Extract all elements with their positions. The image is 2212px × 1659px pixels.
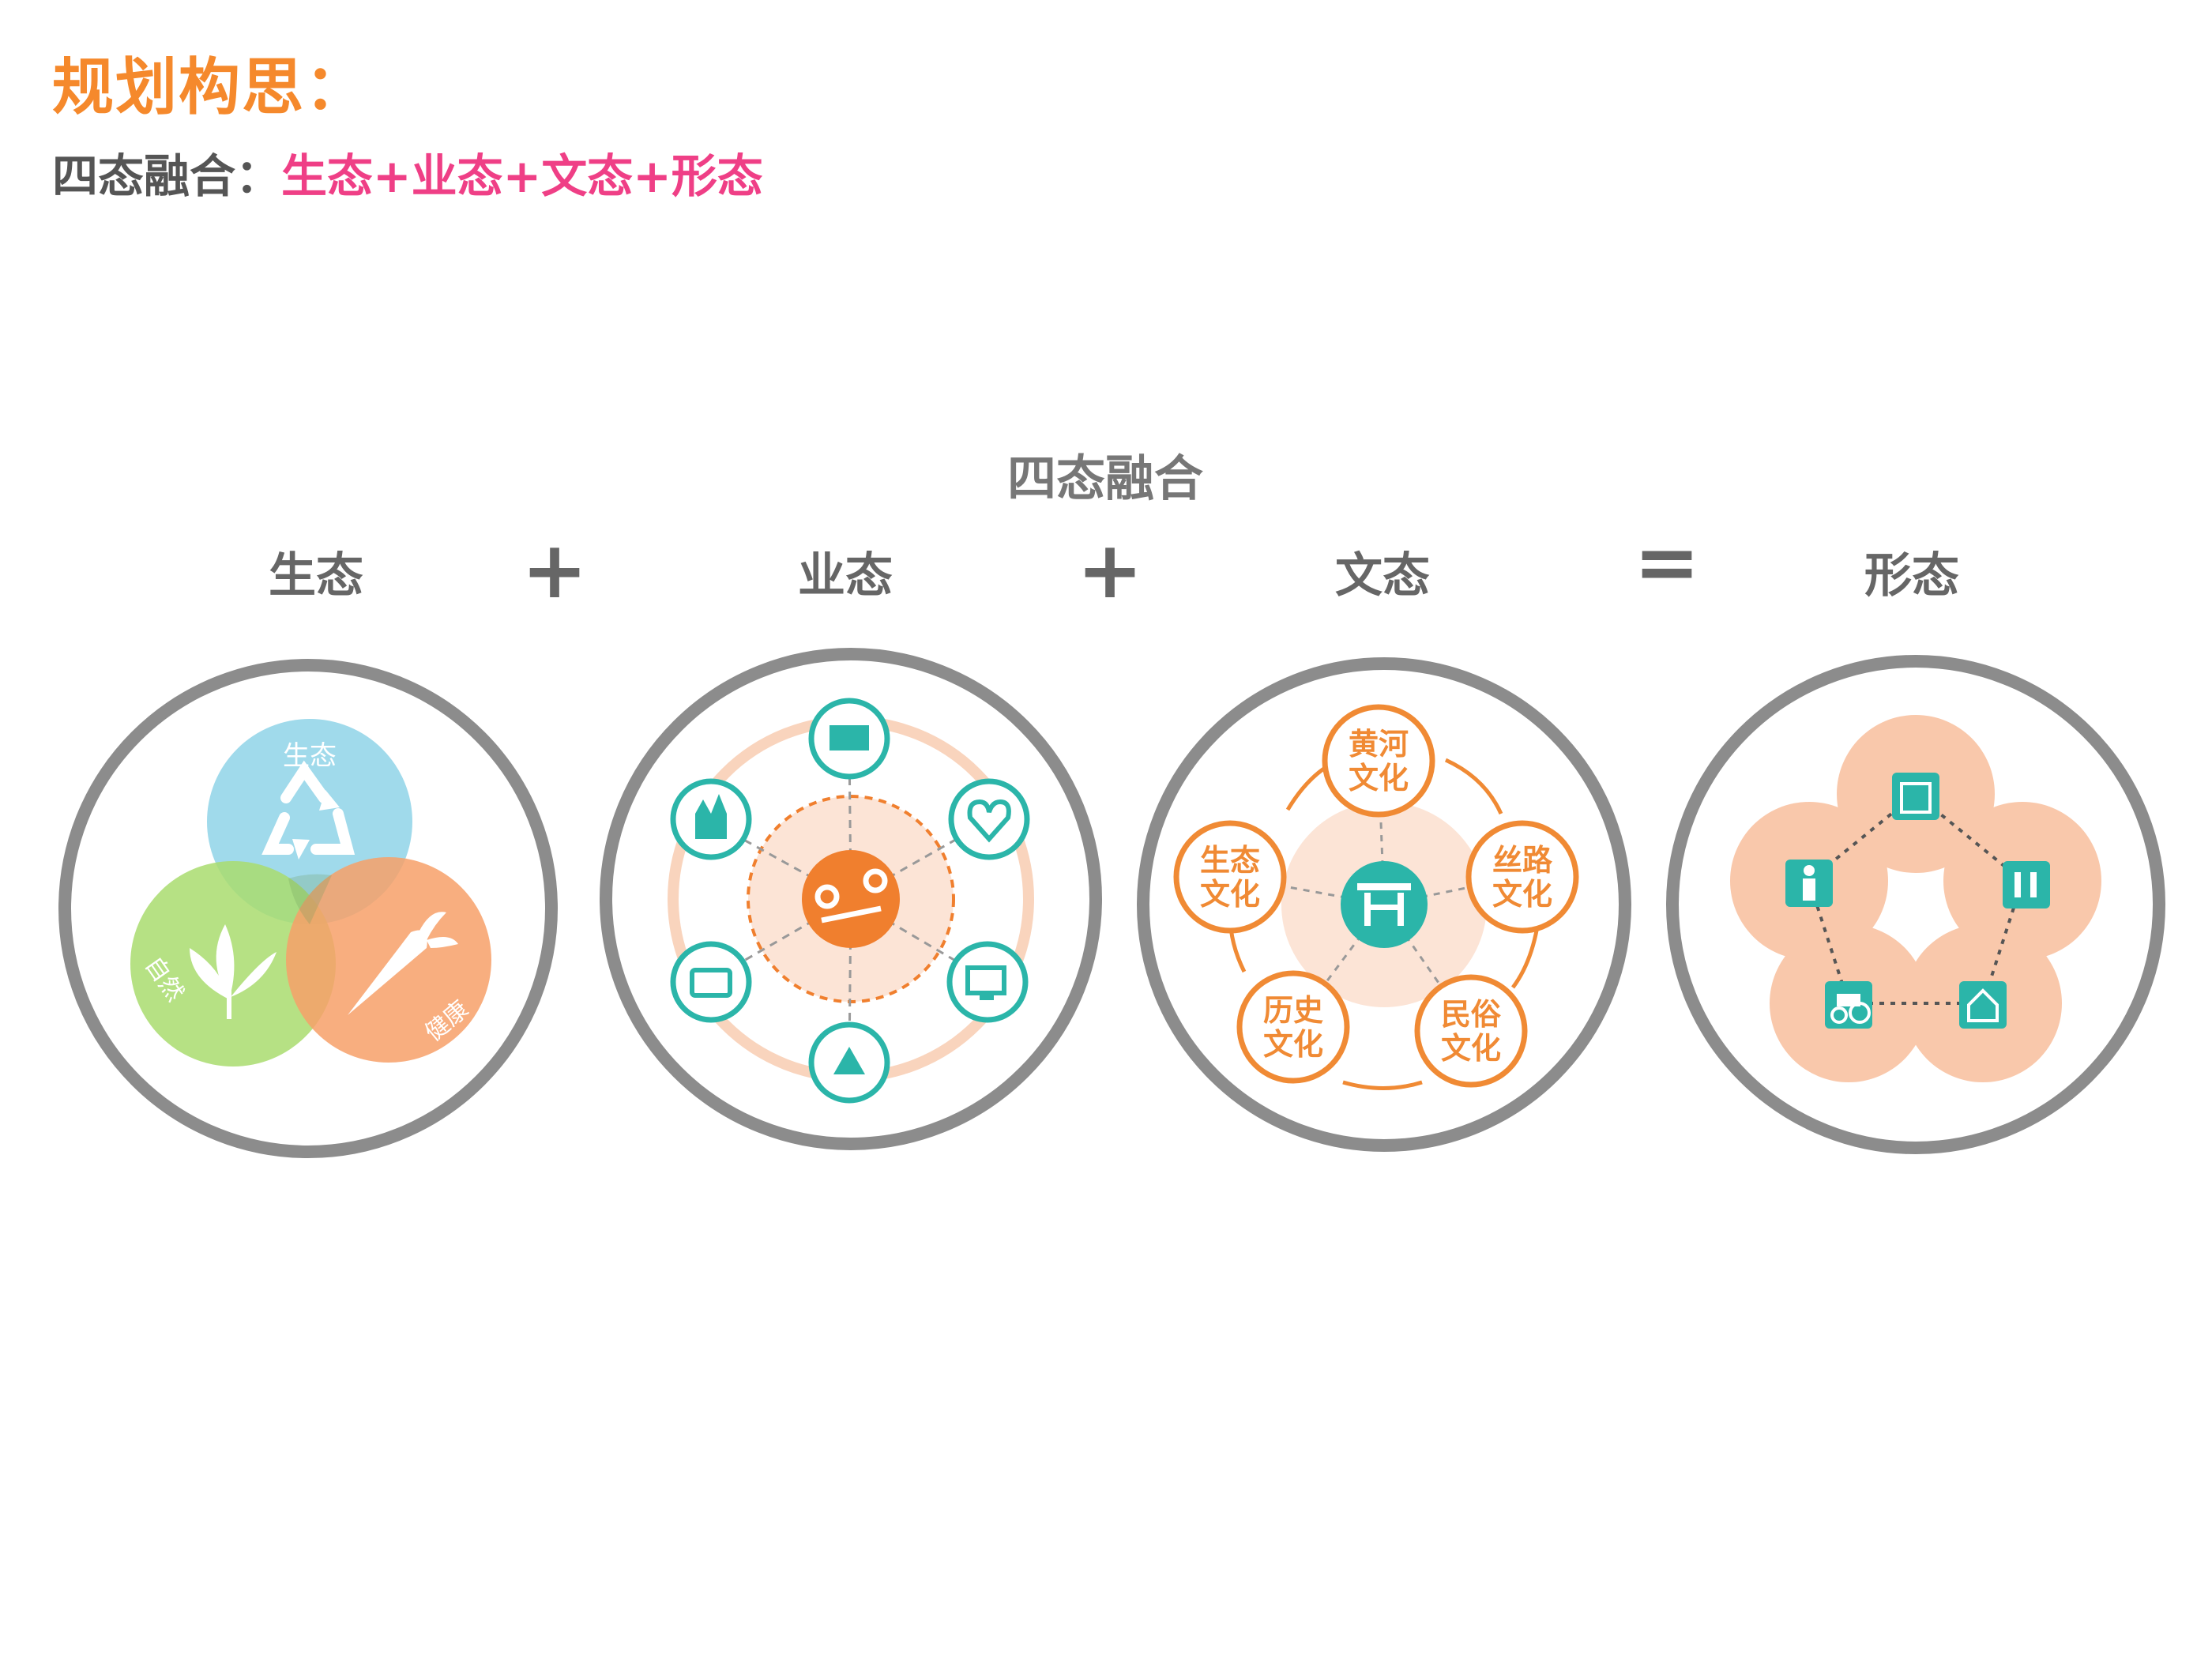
business-node-bottom <box>808 1021 890 1104</box>
page-title: 规划构思： <box>52 52 369 123</box>
form-node-right <box>2003 861 2050 908</box>
plus-operator-2: + <box>1077 524 1143 616</box>
castle-icon <box>695 794 727 839</box>
building-icon <box>1900 782 1932 814</box>
form-node-top <box>1892 773 1939 820</box>
column-label-ecology: 生态 <box>269 548 363 604</box>
culture-panel: 黄河 文化 丝路 文化 民俗 文化 历史 文化 生态 文化 <box>1137 657 1631 1152</box>
culture-node-1-line2: 文化 <box>1492 877 1552 912</box>
person-icon <box>1804 865 1815 876</box>
form-outer-ring <box>1666 655 2165 1154</box>
briefcase-icon <box>690 968 732 998</box>
gate-icon <box>1357 883 1411 926</box>
venn-label-ecology: 生态 <box>283 740 337 772</box>
family-icon <box>2014 872 2021 897</box>
subtitle-parts: 生态+业态+文态+形态 <box>281 149 763 203</box>
tractor-icon <box>1830 1006 1848 1024</box>
business-node-top <box>808 698 890 780</box>
subtitle-prefix: 四态融合： <box>52 149 282 203</box>
culture-node-1-line1: 丝路 <box>1492 843 1553 878</box>
form-node-lower-right <box>1959 981 2007 1029</box>
culture-node-2: 民俗 文化 <box>1414 974 1528 1088</box>
culture-node-0-line1: 黄河 <box>1349 727 1409 762</box>
form-node-left <box>1785 860 1833 907</box>
leaf-icon <box>190 924 276 1019</box>
heart-icon <box>967 799 1011 843</box>
equals-operator: = <box>1634 516 1700 608</box>
culture-node-4-line1: 生态 <box>1200 843 1260 878</box>
business-node-upper-right <box>948 778 1030 860</box>
culture-node-2-line2: 文化 <box>1441 1031 1501 1066</box>
business-hub-center <box>802 850 900 948</box>
recycle-icon <box>261 760 356 860</box>
monitor-icon <box>965 965 1006 995</box>
ecology-panel: 生态 自然 健康 <box>58 659 558 1158</box>
culture-node-0: 黄河 文化 <box>1322 704 1435 818</box>
mountain-icon <box>830 725 869 750</box>
ecology-outer-ring <box>58 659 558 1158</box>
business-panel <box>600 648 1102 1150</box>
form-panel <box>1666 655 2165 1154</box>
plus-operator-1: + <box>521 524 588 616</box>
culture-node-0-line2: 文化 <box>1349 761 1409 796</box>
map-pin-icon <box>814 868 888 924</box>
house-icon <box>1967 988 1999 1022</box>
form-node-lower-left <box>1825 981 1872 1029</box>
business-node-lower-right <box>946 941 1029 1023</box>
culture-node-4: 生态 文化 <box>1173 820 1287 934</box>
culture-node-3-line1: 历史 <box>1263 993 1323 1028</box>
culture-node-4-line2: 文化 <box>1200 877 1260 912</box>
culture-node-3-line2: 文化 <box>1263 1027 1323 1062</box>
venn-circle-health <box>286 857 491 1063</box>
shopping-bag-icon <box>833 1047 865 1074</box>
diagram-heading: 四态融合 <box>1007 450 1204 507</box>
culture-node-2-line1: 民俗 <box>1441 997 1501 1032</box>
business-outer-ring <box>600 648 1102 1150</box>
culture-node-3: 历史 文化 <box>1236 970 1350 1084</box>
culture-outer-ring <box>1137 657 1631 1152</box>
carrot-icon <box>348 912 458 1015</box>
page-subtitle: 四态融合：生态+业态+文态+形态 <box>52 139 763 205</box>
column-label-form: 形态 <box>1864 548 1959 604</box>
business-node-upper-left <box>670 778 752 860</box>
column-label-business: 业态 <box>798 548 893 604</box>
venn-overlap <box>288 874 332 924</box>
business-node-lower-left <box>670 941 752 1023</box>
column-label-culture: 文态 <box>1335 548 1430 604</box>
culture-node-1: 丝路 文化 <box>1465 820 1579 934</box>
